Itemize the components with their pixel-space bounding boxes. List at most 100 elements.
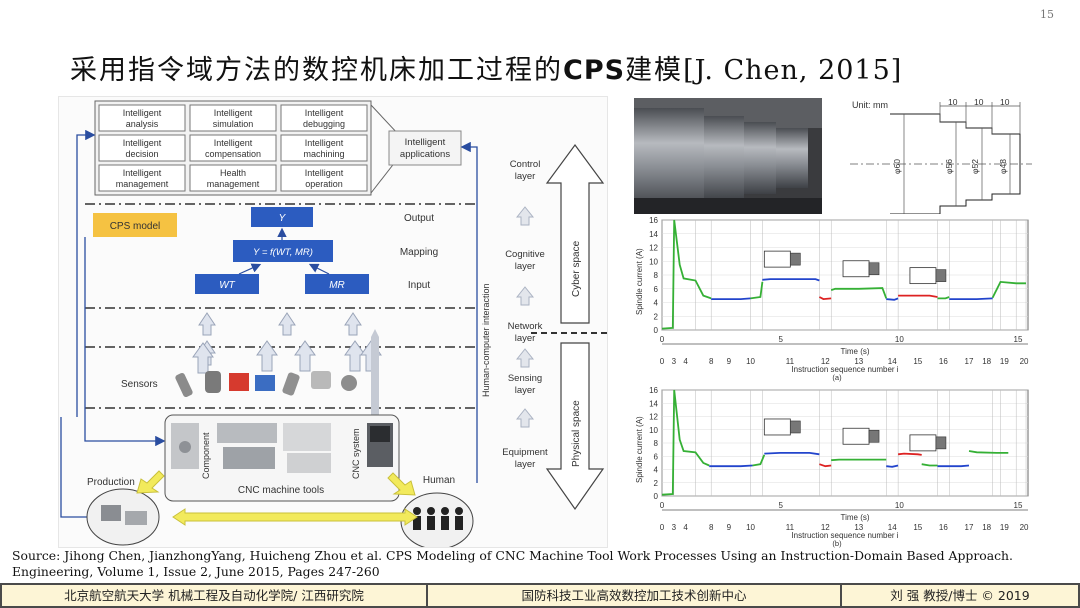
tool-icon (909, 434, 937, 452)
instruction-tick-label: 0 (660, 357, 665, 366)
y-tick-label: 6 (654, 285, 659, 294)
application-cell (280, 104, 368, 132)
application-cell-text: debugging (303, 119, 345, 129)
instruction-tick-label: 11 (786, 523, 795, 532)
tool-icon (842, 260, 870, 278)
y-tick-label: 0 (654, 326, 659, 335)
application-cell (189, 134, 277, 162)
application-cell-text: machining (303, 149, 344, 159)
footer-institution: 北京航空航天大学 机械工程及自动化学院/ 江西研究院 (2, 585, 426, 606)
sensing-layer-label-1: Sensing (508, 373, 542, 384)
instruction-tick-label: 4 (683, 523, 688, 532)
mapping-function-label: Y = f(WT, MR) (253, 247, 313, 258)
application-cell (98, 134, 186, 162)
applications-label-1: Intelligent (405, 137, 446, 148)
tool-icon-tip (935, 436, 947, 450)
current-segment-blue (949, 297, 993, 300)
application-cell-text: Intelligent (214, 108, 253, 118)
y-axis-label: Spindle current (A) (635, 416, 644, 483)
sensors-label: Sensors (121, 379, 158, 390)
application-cell (189, 104, 277, 132)
time-tick-label: 0 (660, 501, 665, 510)
tool-icon-tip (790, 420, 801, 434)
time-tick-label: 5 (778, 501, 783, 510)
time-tick-label: 15 (1014, 501, 1023, 510)
instruction-tick-label: 19 (1000, 523, 1009, 532)
layer-labels: Control layer Cognitive layer Network la… (502, 159, 548, 470)
application-cell-text: Intelligent (123, 138, 162, 148)
applications-label-2: applications (400, 149, 450, 160)
application-cell-text: Intelligent (305, 168, 344, 178)
cnc-machine-tools-label: CNC machine tools (238, 485, 324, 496)
output-y-box (251, 207, 313, 227)
application-cell (189, 164, 277, 192)
cnc-component-images: Component CNC system (171, 423, 393, 479)
instruction-tick-label: 3 (672, 357, 677, 366)
title-cps: CPS (563, 55, 626, 86)
title-main: 采用指令域方法的数控机床加工过程的 (70, 55, 563, 86)
y-tick-label: 6 (654, 452, 659, 461)
application-cell (280, 164, 368, 192)
instruction-tick-label: 8 (709, 357, 714, 366)
current-segment-red (818, 296, 832, 301)
page-number: 15 (1040, 8, 1054, 21)
current-segment-green (661, 219, 712, 330)
application-cell-text: operation (305, 179, 343, 189)
application-cell-text: management (207, 179, 260, 189)
dia-60: φ60 (892, 159, 902, 174)
y-axis-label: Spindle current (A) (635, 248, 644, 315)
layer-separators (85, 203, 479, 409)
y-tick-label: 10 (649, 257, 658, 266)
footer-center: 国防科技工业高效数控加工技术创新中心 (428, 585, 840, 606)
y-tick-label: 8 (654, 439, 659, 448)
instruction-tick-label: 18 (982, 523, 991, 532)
hci-label: Human-computer interaction (481, 283, 491, 397)
instruction-tick-label: 13 (854, 357, 863, 366)
cps-model-badge (93, 213, 177, 237)
output-label: Output (404, 213, 434, 224)
y-tick-label: 12 (649, 413, 658, 422)
application-cell (280, 134, 368, 162)
cyber-space-label: Cyber space (571, 240, 582, 297)
time-tick-label: 10 (895, 335, 904, 344)
y-tick-label: 14 (649, 230, 658, 239)
current-segment-blue (711, 297, 751, 300)
time-tick-label: 15 (1014, 335, 1023, 344)
time-tick-label: 0 (660, 335, 665, 344)
current-segment-green (968, 450, 1009, 454)
current-segment-green (752, 454, 766, 467)
time-axis-label: Time (s) (840, 347, 869, 356)
footer-bar: 北京航空航天大学 机械工程及自动化学院/ 江西研究院 国防科技工业高效数控加工技… (0, 583, 1080, 608)
control-layer-label-1: Control (510, 159, 541, 170)
current-segment-green (831, 458, 887, 462)
instruction-tick-label: 20 (1020, 523, 1029, 532)
time-axis-label: Time (s) (840, 513, 869, 522)
applications-grid: IntelligentanalysisIntelligentsimulation… (94, 100, 372, 196)
instruction-tick-label: 9 (727, 523, 732, 532)
workpiece-drawing: Unit: mm 10 10 10 φ60 φ56 φ52 φ48 (830, 97, 1032, 215)
instruction-axis-label: Instruction sequence number i (791, 365, 898, 374)
instruction-tick-label: 20 (1020, 357, 1029, 366)
input-label: Input (408, 280, 430, 291)
instruction-tick-label: 10 (746, 523, 755, 532)
application-cell (98, 104, 186, 132)
people-icon (413, 507, 463, 530)
time-tick-label: 10 (895, 501, 904, 510)
data-flow-arrows (192, 312, 382, 374)
instruction-tick-label: 15 (913, 523, 922, 532)
instruction-tick-label: 11 (786, 357, 795, 366)
human-label: Human (423, 475, 455, 486)
cnc-system-label: CNC system (351, 428, 361, 479)
mr-box (305, 274, 369, 294)
cognitive-layer-label-1: Cognitive (505, 249, 545, 260)
physical-space-label: Physical space (571, 400, 582, 467)
y-tick-label: 4 (654, 299, 659, 308)
instruction-tick-label: 17 (965, 523, 974, 532)
current-segment-green (921, 463, 938, 467)
application-cell-text: management (116, 179, 169, 189)
physical-space-arrow (545, 342, 605, 511)
